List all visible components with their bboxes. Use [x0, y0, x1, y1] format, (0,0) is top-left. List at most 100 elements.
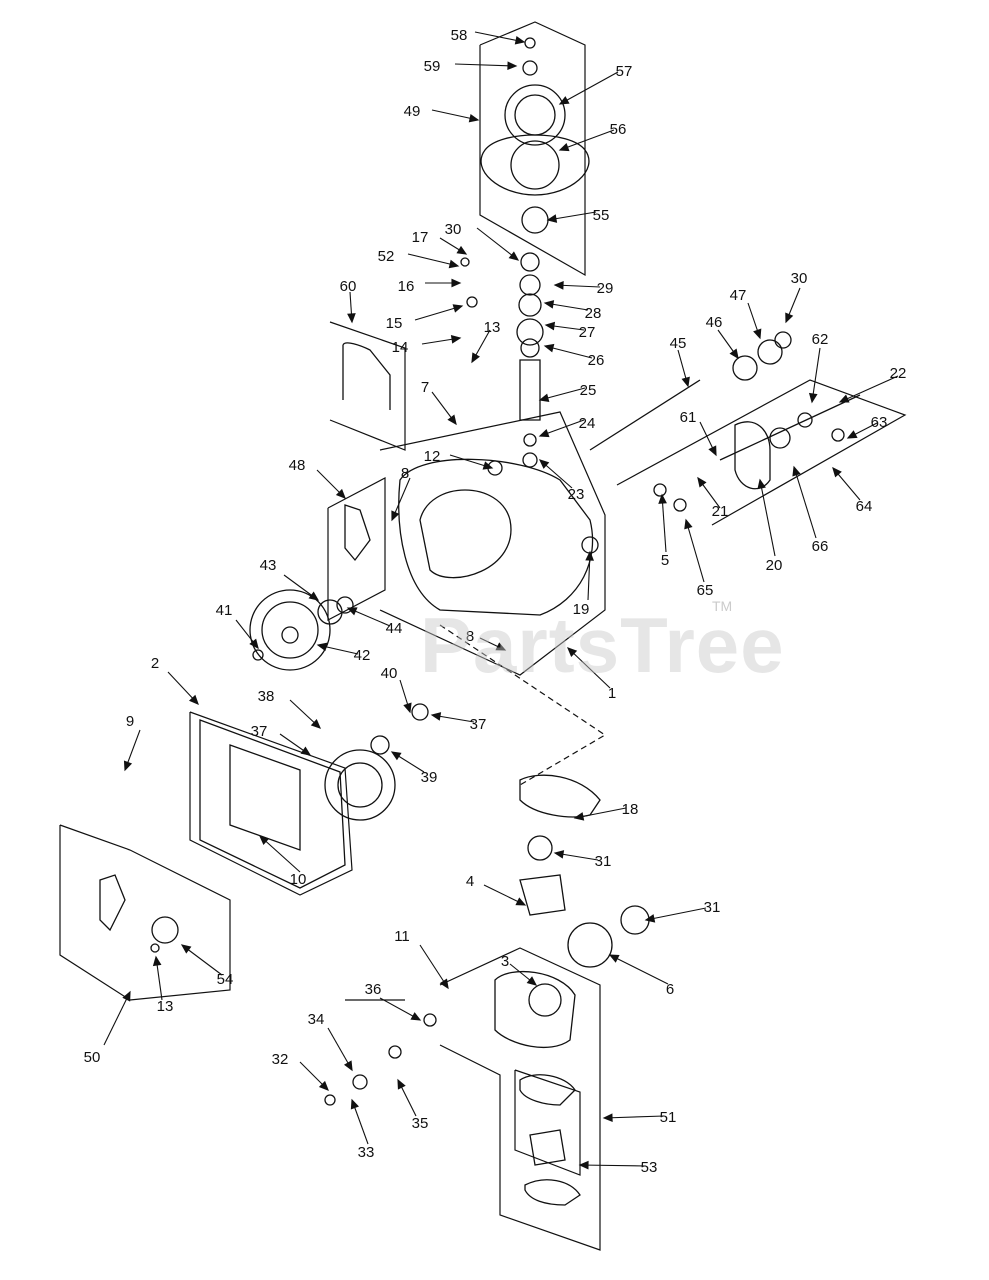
arrowhead-icon [567, 647, 578, 658]
callout-label-16: 16 [398, 278, 415, 295]
callout-label-14: 14 [392, 339, 409, 356]
leader-line-56 [559, 129, 615, 151]
part-outline [831, 428, 845, 442]
arrowhead-icon [608, 954, 620, 963]
arrowhead-icon [757, 478, 766, 490]
callout-label-33: 33 [358, 1144, 375, 1161]
arrowhead-icon [507, 61, 518, 71]
leader-line-30 [476, 227, 519, 261]
arrowhead-icon [785, 312, 794, 324]
callout-label-48: 48 [289, 457, 306, 474]
part-outline [516, 318, 544, 346]
callout-label-22: 22 [890, 365, 907, 382]
leader-lines [103, 31, 899, 1170]
part-outline [199, 719, 346, 889]
leader-line-11 [419, 944, 449, 989]
part-outline [520, 252, 540, 272]
callout-label-66: 66 [812, 538, 829, 555]
arrowhead-icon [546, 214, 558, 223]
part-outline [324, 749, 396, 821]
part-outline [757, 339, 783, 365]
part-outline [336, 596, 354, 614]
callout-label-61: 61 [680, 409, 697, 426]
part-outline [567, 922, 613, 968]
arrowhead-icon [300, 746, 312, 756]
callout-label-60: 60 [340, 278, 357, 295]
callout-label-54: 54 [217, 971, 234, 988]
watermark-trademark: TM [712, 598, 733, 614]
callout-label-15: 15 [386, 315, 403, 332]
part-outline [524, 1179, 581, 1206]
part-outline [774, 331, 792, 349]
arrowhead-icon [543, 343, 555, 353]
callout-label-6: 6 [666, 981, 674, 998]
arrowhead-icon [397, 1078, 406, 1090]
part-outline [281, 626, 299, 644]
arrowhead-icon [390, 751, 402, 761]
part-outline [504, 84, 566, 146]
leader-line-31b [645, 907, 707, 921]
part-outline [324, 1094, 336, 1106]
leader-line-18 [574, 807, 627, 819]
arrowhead-icon [188, 694, 199, 706]
part-outline [344, 504, 371, 562]
arrowhead-icon [526, 976, 538, 986]
arrowhead-icon [122, 990, 131, 1002]
arrowhead-icon [697, 476, 707, 488]
assembly-frame [329, 321, 406, 451]
arrowhead-icon [708, 445, 717, 457]
callout-label-11: 11 [394, 928, 410, 945]
part-outline [423, 1013, 437, 1027]
part-outline [519, 274, 541, 296]
arrowhead-icon [316, 642, 328, 652]
callout-label-56: 56 [610, 121, 627, 138]
part-outline [480, 134, 590, 196]
arrowhead-icon [451, 278, 462, 288]
arrowhead-icon [468, 113, 480, 123]
arrowhead-icon [658, 493, 667, 504]
leader-line-10 [259, 835, 301, 873]
arrowhead-icon [792, 465, 801, 477]
callout-label-23: 23 [568, 486, 585, 503]
part-outline [521, 206, 549, 234]
leader-line-62 [811, 347, 821, 403]
arrowhead-icon [538, 428, 550, 438]
arrowhead-icon [335, 488, 346, 499]
assembly-frame [59, 824, 231, 1001]
arrowhead-icon [456, 245, 468, 255]
part-outline [518, 293, 542, 317]
part-outline [150, 943, 160, 953]
callout-label-35: 35 [412, 1115, 429, 1132]
part-outline [673, 498, 687, 512]
arrowhead-icon [538, 393, 550, 402]
part-outline [522, 60, 538, 76]
part-outline [370, 735, 390, 755]
assembly-frame [514, 1069, 581, 1176]
callout-label-2: 2 [151, 655, 159, 672]
arrowhead-icon [430, 712, 442, 721]
callout-label-44: 44 [386, 620, 403, 637]
arrowhead-icon [543, 300, 555, 309]
part-outline [514, 94, 556, 136]
arrowhead-icon [832, 466, 842, 478]
arrowhead-icon [846, 430, 858, 439]
callout-label-55: 55 [593, 207, 610, 224]
arrowhead-icon [343, 1060, 353, 1072]
arrowhead-icon [447, 414, 457, 426]
part-outline [252, 649, 264, 661]
callout-label-46: 46 [706, 314, 723, 331]
arrowhead-icon [346, 607, 358, 616]
callout-label-37: 37 [470, 716, 487, 733]
arrowhead-icon [838, 394, 850, 403]
part-outline [524, 37, 536, 49]
arrowhead-icon [439, 978, 449, 990]
callout-label-19: 19 [573, 601, 590, 618]
callout-label-13: 13 [484, 319, 501, 336]
callout-label-18: 18 [622, 801, 639, 818]
part-outline [510, 140, 560, 190]
callout-label-31: 31 [595, 853, 612, 870]
callout-label-10: 10 [290, 871, 307, 888]
arrowhead-icon [681, 376, 690, 388]
callout-label-1: 1 [608, 685, 616, 702]
